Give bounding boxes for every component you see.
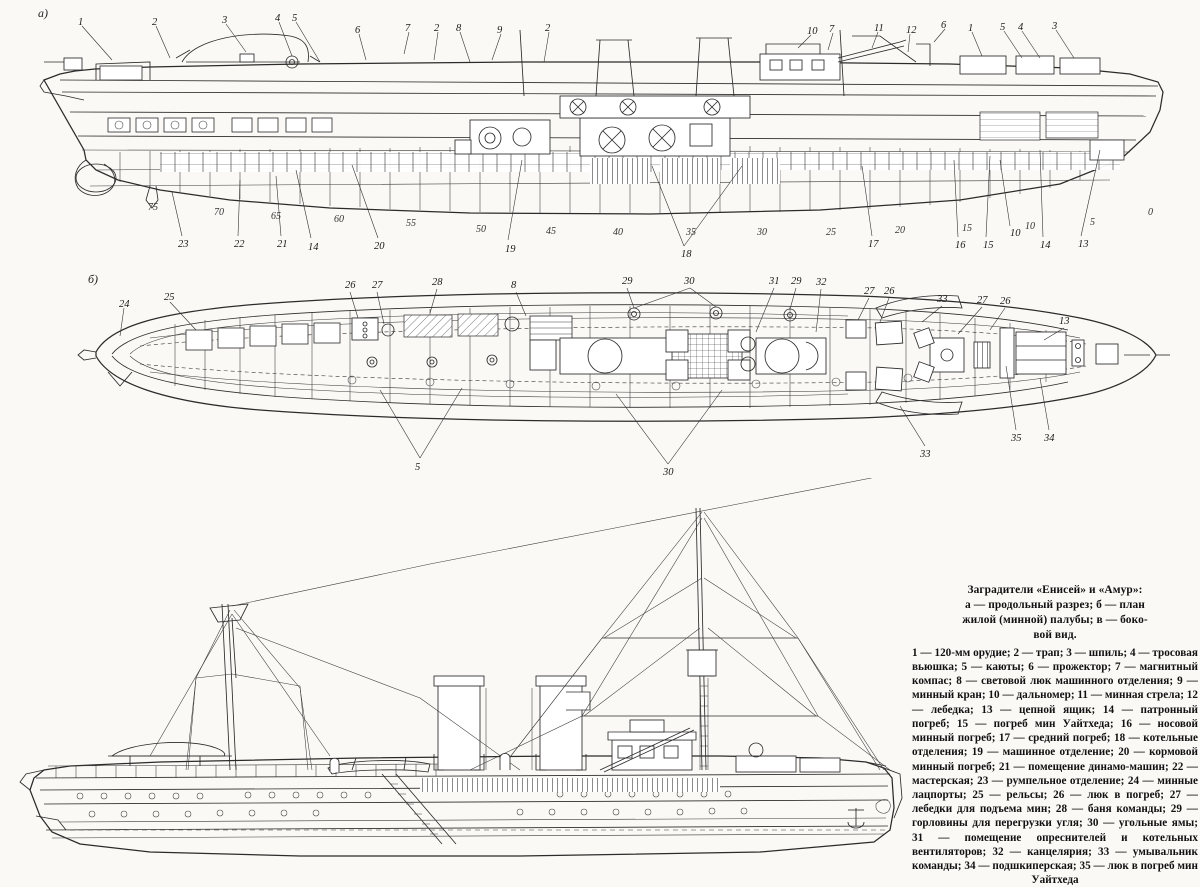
callout-7: 7 — [829, 24, 835, 35]
callout-17: 17 — [868, 239, 879, 250]
callout-1: 1 — [78, 17, 84, 28]
callout-21: 21 — [277, 239, 288, 250]
callout-27: 27 — [372, 280, 383, 291]
callout-26: 26 — [345, 280, 356, 291]
callout-15: 15 — [983, 240, 994, 251]
callout-5: 5 — [292, 13, 298, 24]
callout-24: 24 — [119, 299, 130, 310]
frame-number-40: 40 — [613, 227, 623, 238]
frame-number-15: 15 — [962, 223, 972, 234]
callout-34: 34 — [1044, 433, 1055, 444]
view-b-tag: б) — [88, 272, 99, 286]
callout-26: 26 — [884, 286, 895, 297]
callout-10: 10 — [807, 26, 818, 37]
callout-29: 29 — [791, 276, 802, 287]
callout-3: 3 — [1052, 21, 1058, 32]
callout-14: 14 — [308, 242, 319, 253]
callout-2: 2 — [152, 17, 158, 28]
callout-18: 18 — [681, 249, 692, 260]
frame-number-65: 65 — [271, 211, 281, 222]
view-a-tag: а) — [38, 6, 48, 20]
caption-title-line-1: а — продольный разрез; б — план — [965, 598, 1145, 611]
callout-2: 2 — [545, 23, 551, 34]
frame-number-5: 5 — [1090, 217, 1095, 228]
callout-23: 23 — [178, 239, 189, 250]
callout-35: 35 — [1011, 433, 1022, 444]
callout-8: 8 — [456, 23, 462, 34]
callout-4: 4 — [1018, 22, 1024, 33]
caption-title-line-0: Заградители «Енисей» и «Амур»: — [967, 584, 1143, 596]
callout-30: 30 — [684, 276, 695, 287]
frame-number-60: 60 — [334, 214, 344, 225]
callout-29: 29 — [622, 276, 633, 287]
callout-25: 25 — [164, 292, 175, 303]
callout-30: 30 — [663, 467, 674, 478]
caption-title-line-3: вой вид. — [1033, 628, 1077, 641]
frame-number-20: 20 — [895, 225, 905, 236]
view-a-svg — [39, 21, 1164, 247]
callout-9: 9 — [497, 25, 503, 36]
callout-32: 32 — [816, 277, 827, 288]
frame-number-45: 45 — [546, 226, 556, 237]
callout-2: 2 — [434, 23, 440, 34]
callout-4: 4 — [275, 13, 281, 24]
view-b-deck-plan — [0, 260, 1200, 480]
callout-3: 3 — [222, 15, 228, 26]
callout-20: 20 — [374, 241, 385, 252]
frame-number-30: 30 — [757, 227, 767, 238]
callout-33: 33 — [920, 449, 931, 460]
callout-22: 22 — [234, 239, 245, 250]
callout-6: 6 — [941, 20, 947, 31]
frame-number-50: 50 — [476, 224, 486, 235]
callout-19: 19 — [505, 244, 516, 255]
callout-12: 12 — [906, 25, 917, 36]
frame-number-55: 55 — [406, 218, 416, 229]
callout-1: 1 — [968, 23, 974, 34]
frame-number-10: 10 — [1025, 221, 1035, 232]
caption-legend: 1 — 120-мм орудие; 2 — трап; 3 — шпиль; … — [912, 646, 1198, 887]
view-v-side-elevation — [0, 478, 910, 878]
frame-number-25: 25 — [826, 227, 836, 238]
figure-caption: Заградители «Енисей» и «Амур»: а — продо… — [912, 583, 1198, 887]
frame-number-75: 75 — [148, 202, 158, 213]
callout-6: 6 — [355, 25, 361, 36]
frame-number-0: 0 — [1148, 207, 1153, 218]
callout-33: 33 — [937, 294, 948, 305]
view-b-svg — [77, 287, 1170, 465]
callout-14: 14 — [1040, 240, 1051, 251]
callout-28: 28 — [432, 277, 443, 288]
callout-31: 31 — [769, 276, 780, 287]
callout-13: 13 — [1059, 316, 1070, 327]
view-a-longitudinal-section — [0, 0, 1200, 260]
callout-27: 27 — [864, 286, 875, 297]
callout-10: 10 — [1010, 228, 1021, 239]
caption-title: Заградители «Енисей» и «Амур»: а — продо… — [912, 583, 1198, 643]
callout-26: 26 — [1000, 296, 1011, 307]
callout-5: 5 — [415, 462, 421, 473]
callout-13: 13 — [1078, 239, 1089, 250]
view-v-svg — [19, 478, 903, 857]
callout-5: 5 — [1000, 22, 1006, 33]
callout-16: 16 — [955, 240, 966, 251]
callout-8: 8 — [511, 280, 517, 291]
frame-number-70: 70 — [214, 207, 224, 218]
callout-11: 11 — [874, 23, 884, 34]
callout-7: 7 — [405, 23, 411, 34]
caption-title-line-2: жилой (минной) палубы; в — боко- — [962, 613, 1148, 626]
frame-number-35: 35 — [686, 227, 696, 238]
callout-27: 27 — [977, 295, 988, 306]
